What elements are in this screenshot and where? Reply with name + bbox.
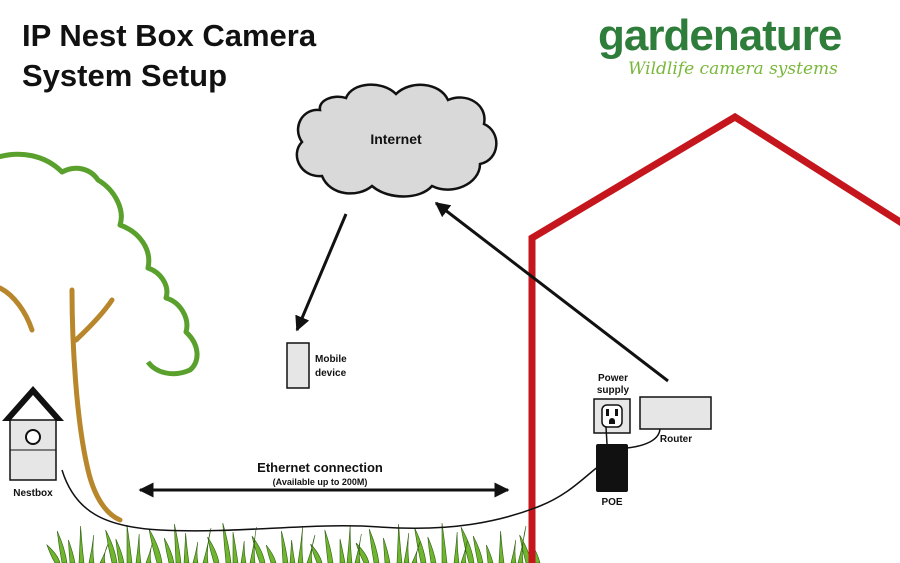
poe-label: POE <box>601 497 622 508</box>
cloud-to-mobile-arrow <box>295 213 348 332</box>
router-to-cloud-arrow <box>434 201 669 383</box>
logo-tagline: Wildlife camera systems <box>628 59 838 79</box>
grass-blades <box>46 522 541 563</box>
poe-injector: POE <box>596 444 628 508</box>
power-label-line-1: Power <box>598 373 628 384</box>
house-outline <box>528 112 900 563</box>
tree-illustration <box>0 151 200 523</box>
router-label: Router <box>660 434 692 445</box>
title-line-1: IP Nest Box Camera <box>22 18 317 53</box>
tree-trunk <box>69 287 123 523</box>
internet-cloud: Internet <box>295 83 498 198</box>
gardenature-logo: gardenature Wildlife camera systems <box>598 11 842 79</box>
router: Router <box>639 396 712 445</box>
title-line-2: System Setup <box>22 58 227 93</box>
mobile-label-line-2: device <box>315 368 347 379</box>
tree-canopy <box>0 151 200 377</box>
tree-branch-left <box>0 285 35 333</box>
tree-branch-right <box>73 297 115 343</box>
power-label-line-2: supply <box>597 385 630 396</box>
logo-brand: gardenature <box>598 11 841 60</box>
router-to-poe-wire <box>626 427 661 449</box>
nestbox-label: Nestbox <box>13 488 53 499</box>
grass-strip <box>46 522 541 563</box>
power-supply: Power supply <box>593 373 631 434</box>
internet-label: Internet <box>370 131 422 147</box>
ethernet-cable <box>61 461 605 532</box>
power-to-poe-wire <box>605 426 608 445</box>
mobile-label-line-1: Mobile <box>315 354 347 365</box>
mobile-device: Mobile device <box>286 342 347 389</box>
ethernet-label: Ethernet connection <box>257 460 383 475</box>
ethernet-note: (Available up to 200M) <box>273 477 368 487</box>
nestbox: Nestbox <box>2 386 64 499</box>
